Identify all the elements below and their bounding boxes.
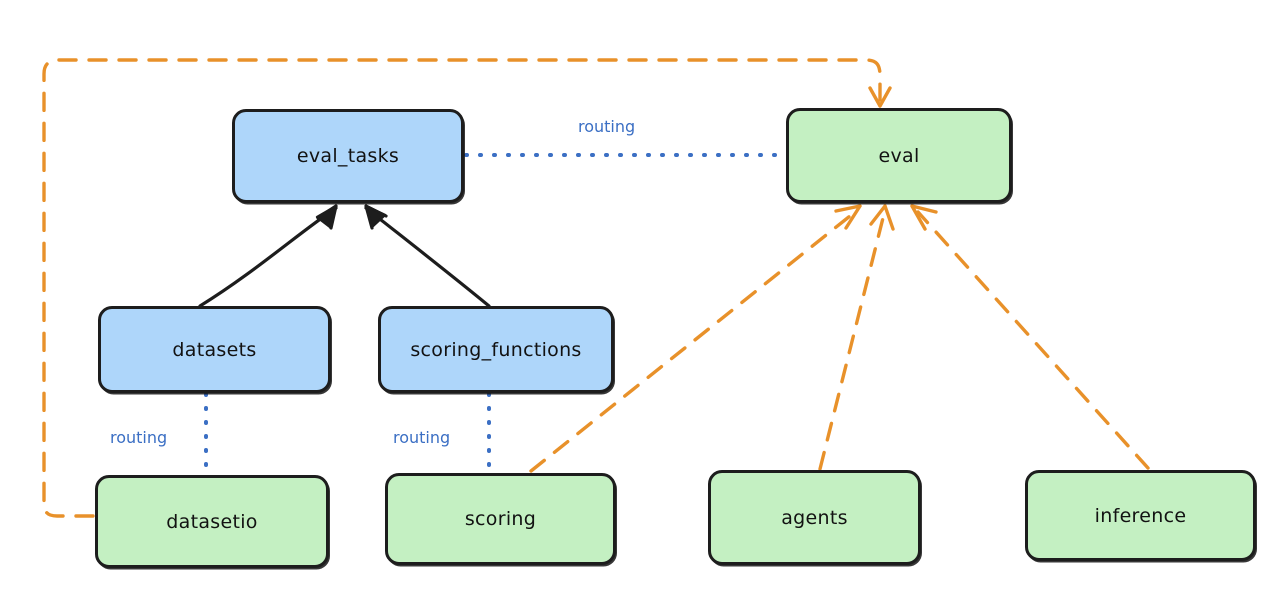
edge-scoring-functions-eval_tasks: [364, 204, 491, 308]
node-datasets[interactable]: datasets: [98, 306, 331, 393]
node-inference-label: inference: [1094, 504, 1187, 527]
edge-inference-eval: [910, 204, 1150, 470]
node-agents-label: agents: [781, 506, 848, 529]
node-agents[interactable]: agents: [708, 470, 921, 565]
node-inference[interactable]: inference: [1025, 470, 1256, 561]
edge-datasets-eval_tasks: [198, 204, 338, 308]
node-eval-tasks-label: eval_tasks: [296, 145, 400, 167]
node-datasets-label: datasets: [172, 338, 257, 361]
edge-agents-eval: [818, 204, 895, 471]
node-scoring[interactable]: scoring: [385, 473, 616, 565]
node-eval[interactable]: eval: [786, 108, 1012, 203]
node-eval-label: eval: [878, 144, 920, 167]
edge-label-eval-tasks-eval-routing: routing: [578, 117, 636, 136]
edge-datasetio-eval: [42, 58, 892, 518]
node-datasetio-label: datasetio: [166, 510, 258, 533]
node-eval-tasks[interactable]: eval_tasks: [232, 109, 464, 203]
edge-label-datasets-datasetio-routing: routing: [110, 428, 168, 447]
node-scoring-functions-label: scoring_functions: [410, 338, 582, 361]
node-datasetio[interactable]: datasetio: [95, 475, 329, 568]
edge-label-scoring-functions-scoring-routing: routing: [393, 428, 451, 447]
node-scoring-label: scoring: [464, 508, 537, 530]
node-scoring-functions[interactable]: scoring_functions: [378, 306, 614, 393]
